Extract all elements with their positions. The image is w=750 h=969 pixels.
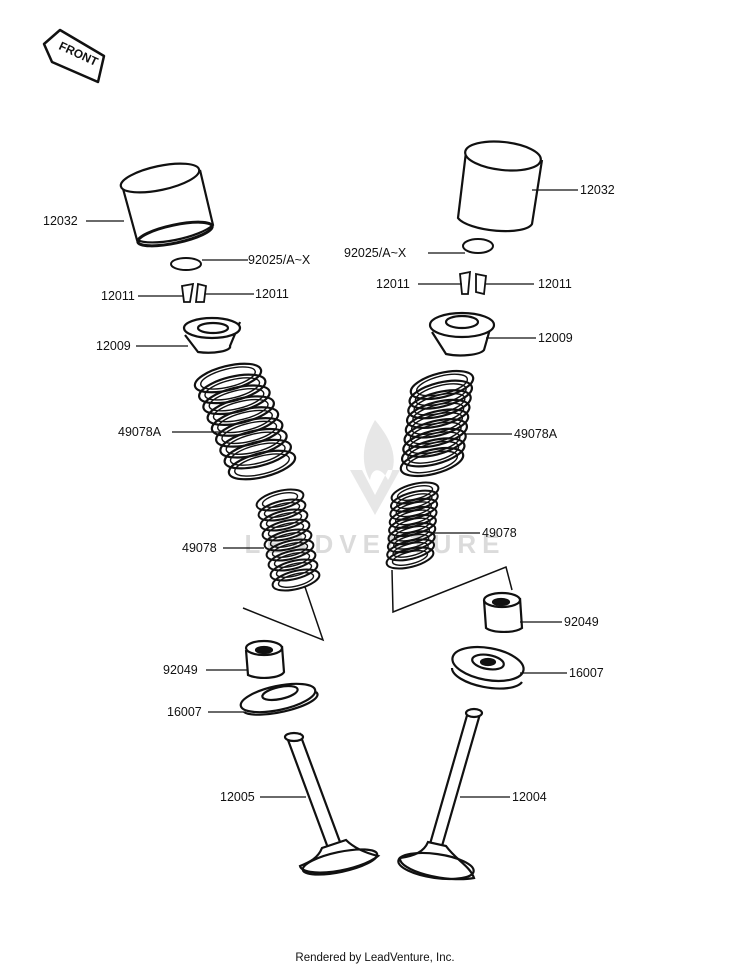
outer-spring-right: [399, 369, 475, 478]
outer-spring-left: [193, 362, 297, 481]
spring-coil: [269, 558, 319, 582]
spring-coil: [267, 548, 317, 572]
watermark-logo-icon: [350, 420, 400, 515]
spring-coil-inner: [204, 377, 261, 401]
label-valve-left: 12005: [220, 790, 255, 804]
spring-coil-inner: [208, 387, 265, 412]
label-keeper-right-a: 12011: [376, 277, 410, 291]
spring-coil-inner: [229, 442, 286, 466]
assembly-guide-left: [242, 586, 325, 642]
inner-spring-right: [385, 481, 440, 570]
spring-seat-right: [450, 645, 525, 690]
spring-coil-inner: [267, 522, 305, 538]
spring-coil: [403, 418, 469, 449]
spring-coil: [386, 538, 436, 562]
retainer-right: [428, 311, 496, 357]
label-valve-right: 12004: [512, 790, 547, 804]
valve-left: [283, 731, 381, 876]
spring-coil-inner: [275, 562, 313, 578]
seal-right: [482, 591, 524, 634]
spring-coil-inner: [234, 453, 290, 477]
retainer-left: [182, 316, 242, 354]
spring-coil: [265, 538, 315, 562]
label-seat-left: 16007: [167, 705, 202, 719]
spring-coil-inner: [269, 532, 307, 548]
spring-coil: [404, 408, 470, 439]
label-seal-left: 92049: [163, 663, 198, 677]
label-outer-spring-left: 49078A: [118, 425, 162, 439]
spring-coil-inner: [200, 366, 256, 390]
spring-coil-inner: [221, 420, 278, 445]
part-labels: 12032 92025/A~X 12011 12011 12009 49078A…: [43, 183, 615, 804]
spring-coil: [407, 389, 472, 420]
spring-coil: [385, 546, 435, 570]
spring-coil-inner: [265, 512, 303, 528]
shim-right: [462, 238, 494, 254]
label-shim-left: 92025/A~X: [248, 253, 311, 267]
spring-coil-inner: [263, 502, 301, 518]
spring-coil: [255, 488, 305, 512]
label-keeper-left-b: 12011: [255, 287, 289, 301]
leader-lines: [86, 189, 578, 798]
spring-seat-left: [239, 682, 319, 716]
spring-coil: [227, 449, 297, 481]
label-keeper-left-a: 12011: [101, 289, 135, 303]
label-retainer-right: 12009: [538, 331, 573, 345]
spring-coil: [399, 446, 465, 478]
spring-coil-inner: [225, 431, 282, 456]
label-outer-spring-right: 49078A: [514, 427, 558, 441]
front-arrow: FRONT: [42, 28, 106, 84]
spring-coil-inner: [391, 550, 429, 566]
spring-coil-inner: [212, 398, 269, 423]
spring-coil-inner: [271, 542, 309, 558]
label-retainer-left: 12009: [96, 339, 131, 353]
spring-coil: [263, 528, 313, 552]
seal-left: [244, 639, 286, 680]
spring-coil-inner: [273, 552, 311, 568]
spring-coil-inner: [261, 492, 299, 508]
spring-coil: [257, 498, 307, 522]
assembly-guide-right: [391, 565, 513, 614]
spring-coil-inner: [217, 409, 273, 434]
spring-coil: [259, 508, 309, 532]
spring-coil: [409, 369, 475, 401]
keepers-right: [459, 270, 487, 296]
label-inner-spring-right: 49078: [482, 526, 517, 540]
keepers-left: [181, 282, 207, 303]
spring-coil: [400, 437, 466, 468]
lifter-left: [119, 162, 215, 248]
label-lifter-left: 12032: [43, 214, 78, 228]
front-arrow-icon: [42, 28, 106, 84]
spring-coil: [223, 438, 292, 470]
spring-coil-inner: [405, 450, 459, 474]
spring-coil-inner: [277, 572, 315, 588]
spring-coil: [261, 518, 311, 542]
spring-coil: [405, 398, 471, 429]
inner-spring-left: [255, 488, 321, 592]
label-lifter-right: 12032: [580, 183, 615, 197]
spring-coil: [271, 568, 321, 592]
label-inner-spring-left: 49078: [182, 541, 217, 555]
shim-left: [170, 257, 202, 271]
spring-coil: [402, 427, 467, 458]
label-seal-right: 92049: [564, 615, 599, 629]
lifter-right: [456, 140, 544, 233]
label-seat-right: 16007: [569, 666, 604, 680]
spring-coil: [408, 379, 474, 410]
label-keeper-right-b: 12011: [538, 277, 572, 291]
footer-credit: Rendered by LeadVenture, Inc.: [295, 952, 454, 964]
valve-right: [397, 707, 484, 881]
label-shim-right: 92025/A~X: [344, 246, 407, 260]
